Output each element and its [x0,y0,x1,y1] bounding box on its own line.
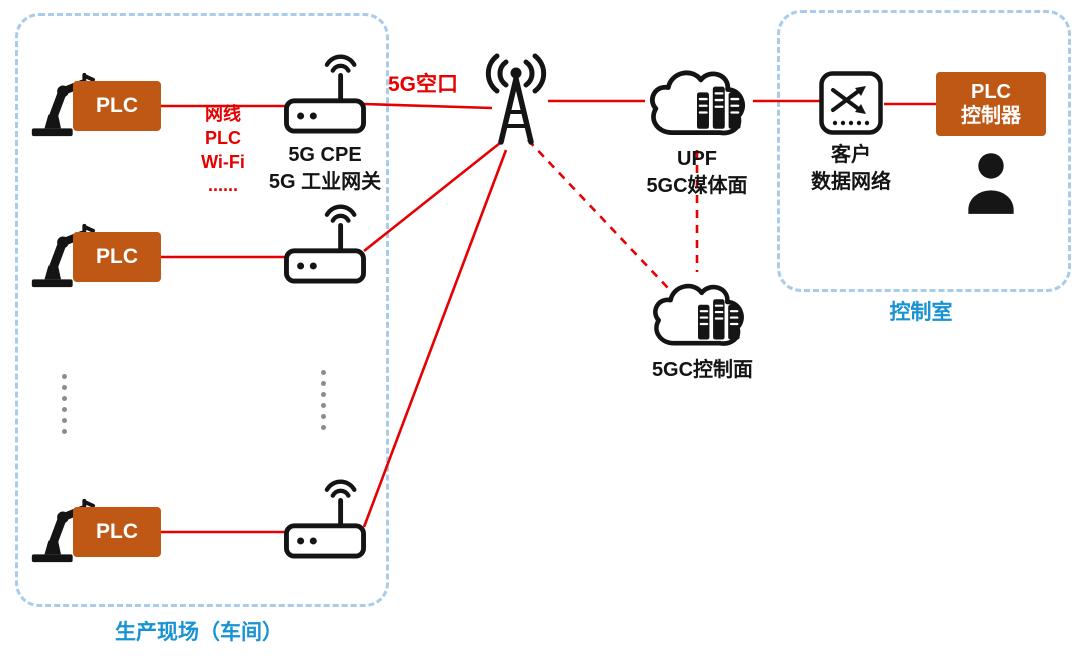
plc-box-2-label: PLC [96,245,138,269]
plc-box-2: PLC [73,232,161,282]
vertical-ellipsis [62,374,67,434]
vertical-ellipsis [321,370,326,430]
plc-controller-label: PLC 控制器 [961,81,1021,127]
customer-network-caption: 客户 数据网络 [811,144,891,193]
plc-box-3: PLC [73,507,161,557]
production-zone-label: 生产现场（车间） [115,621,283,644]
plc-controller-box: PLC 控制器 [936,72,1046,136]
control-room-zone-border [777,10,1071,292]
plc-box-1: PLC [73,81,161,131]
plc-box-1-label: PLC [96,94,138,118]
base-station-icon [468,52,564,148]
upf-caption: UPF 5GC媒体面 [646,148,748,197]
control-plane-caption: 5GC控制面 [651,359,754,381]
cpe-router-icon-3 [284,479,366,559]
network-switch-icon [818,70,884,136]
cpe-router-icon-1 [284,54,366,134]
cpe-caption: 5G CPE 5G 工业网关 [268,144,382,193]
access-media-label: 网线 PLC Wi-Fi ...... [201,104,245,196]
cpe-router-icon-2 [284,204,366,284]
plc-box-3-label: PLC [96,520,138,544]
control-plane-cloud-server-icon [646,270,750,356]
operator-icon [962,150,1020,218]
air-interface-label: 5G空口 [388,73,459,96]
control-room-label: 控制室 [889,301,953,324]
upf-cloud-server-icon [643,56,751,146]
